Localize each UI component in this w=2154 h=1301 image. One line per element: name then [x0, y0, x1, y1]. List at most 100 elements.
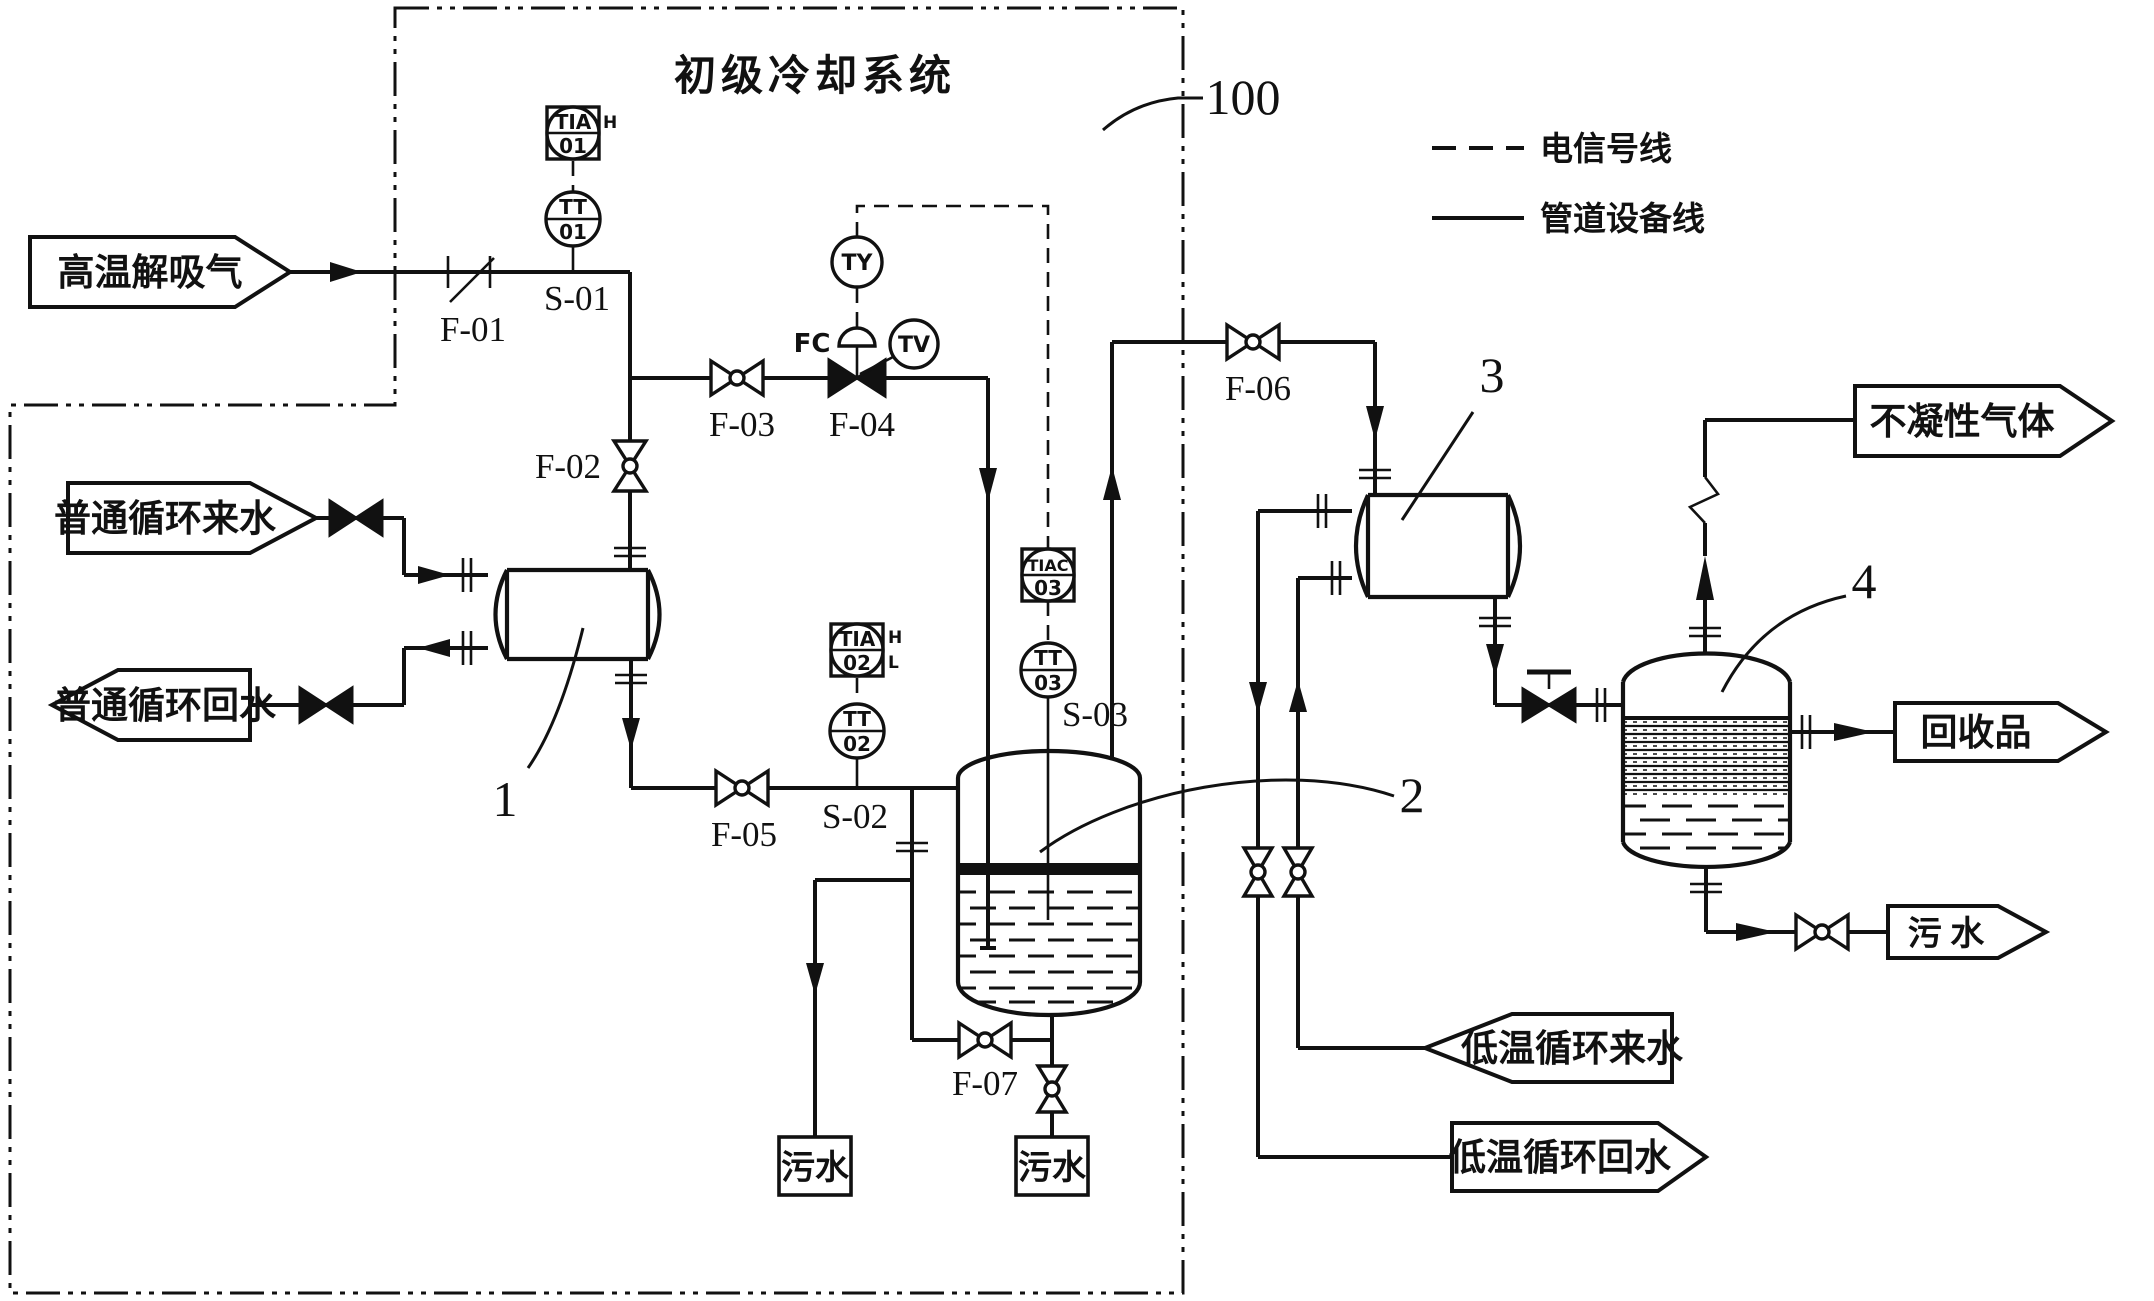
flange-v1-outlet-icon — [461, 631, 473, 665]
valve-water-out — [298, 685, 354, 725]
flag-noncondensable-label: 不凝性气体 — [1870, 401, 2055, 443]
tia02-alarm-high: H — [888, 628, 902, 648]
flag-normal-water-out: 普通循环回水 — [47, 668, 277, 742]
flag-cold-water-in-label: 低温循环来水 — [1461, 1028, 1684, 1070]
equipment-label-3: 3 — [1400, 347, 1505, 521]
equipment-label-1: 1 — [493, 627, 585, 827]
water-out-arrow-icon — [418, 639, 450, 657]
valve-v4-inlet — [1521, 669, 1577, 724]
equipment-label-4: 4 — [1720, 553, 1877, 693]
tia01-alarm-high: H — [603, 113, 617, 133]
vessel-2 — [955, 748, 1143, 1018]
legend-signal-label: 电信号线 — [1540, 131, 1672, 168]
flag-sewage-right: 污 水 — [1886, 904, 2051, 960]
valve-label-f01: F-01 — [440, 310, 506, 349]
legend-pipe-label: 管道设备线 — [1540, 201, 1705, 238]
vessel-4-liquid-hatch — [1623, 804, 1790, 850]
tia02-alarm-low: L — [888, 653, 899, 673]
tia02-num: 02 — [843, 651, 871, 675]
valve-label-f06: F-06 — [1225, 369, 1291, 408]
water-in-arrow-icon — [418, 566, 450, 584]
flag-hot-gas: 高温解吸气 — [28, 235, 294, 309]
flag-recovered-product: 回收品 — [1893, 701, 2110, 763]
valve-label-f04: F-04 — [829, 405, 895, 444]
flange-v4-inlet-icon — [1595, 688, 1607, 722]
valve-f07 — [957, 1019, 1013, 1061]
instrument-tia02: TIA 02 H L — [829, 622, 902, 678]
system-tag-text: 100 — [1206, 69, 1281, 125]
instrument-ty: TY — [830, 235, 884, 289]
tiac03-tag: TIAC — [1028, 556, 1069, 575]
box-sewage-center-label: 污水 — [1018, 1149, 1087, 1187]
vent-pipe — [1703, 418, 1855, 652]
orifice-f01 — [446, 256, 495, 303]
system-tag-100: 100 — [1102, 69, 1281, 132]
flag-cold-water-out: 低温循环回水 — [1449, 1121, 1710, 1193]
instrument-tiac03: TIAC 03 — [1020, 547, 1076, 603]
equipment-3-number: 3 — [1480, 347, 1505, 403]
valve-f03 — [709, 357, 765, 399]
drain-arrow-icon — [806, 963, 824, 995]
ty-tag: TY — [842, 251, 874, 276]
sensor-label-s03: S-03 — [1062, 695, 1128, 734]
water-out-pipe — [250, 646, 488, 707]
flange-v4-bottom-icon — [1690, 882, 1722, 894]
valve-label-f07: F-07 — [952, 1064, 1018, 1103]
vessel-2-liquid-hatch — [958, 890, 1140, 1004]
flange-v3-lower-icon — [1330, 561, 1342, 595]
equipment-4-number: 4 — [1852, 553, 1877, 609]
instrument-tia01: TIA 01 H — [545, 105, 617, 161]
instrument-tt03: TT 03 — [1019, 641, 1077, 699]
system-boundary — [8, 6, 1185, 1295]
equipment-1-number: 1 — [493, 771, 518, 827]
flange-v3-upper-icon — [1316, 494, 1328, 528]
tv-tag: TV — [898, 333, 930, 358]
tt03-tag: TT — [1034, 646, 1062, 670]
flag-cold-water-out-label: 低温循环回水 — [1449, 1137, 1672, 1179]
box-sewage-left-label: 污水 — [781, 1149, 850, 1187]
vessel-3 — [1353, 492, 1523, 600]
flange-drain-icon — [896, 841, 928, 853]
valve-cold-supply — [1281, 846, 1315, 898]
v1-drain-arrow-icon — [622, 718, 640, 750]
flange-v3-top-icon — [1359, 468, 1391, 480]
tiac03-num: 03 — [1034, 576, 1062, 600]
valve-label-f02: F-02 — [535, 447, 601, 486]
valve-f02 — [610, 439, 650, 493]
tt01-tag: TT — [559, 195, 587, 219]
v3-feed-arrow-icon — [1366, 406, 1384, 440]
tt02-tag: TT — [843, 707, 871, 731]
valve-v2-drain — [1034, 1064, 1070, 1114]
fc-label: FC — [794, 329, 831, 359]
line-break-icon — [1687, 476, 1721, 524]
cold-return-arrow-icon — [1249, 682, 1267, 714]
flange-v1-inlet-icon — [461, 558, 473, 592]
vessel-4-packing — [1623, 716, 1790, 795]
tt03-num: 03 — [1034, 671, 1062, 695]
instrument-tt02: TT 02 — [828, 702, 886, 760]
sensor-label-s01: S-01 — [544, 279, 610, 318]
box-sewage-left: 污水 — [777, 1135, 853, 1197]
equipment-2-number: 2 — [1400, 767, 1425, 823]
flange-v3-bottom-icon — [1479, 616, 1511, 628]
equipment-label-2: 2 — [1039, 767, 1425, 854]
flag-sewage-right-label: 污 水 — [1908, 915, 1985, 953]
dip-tube-pipe — [980, 378, 996, 950]
flag-normal-water-out-label: 普通循环回水 — [54, 685, 277, 727]
product-arrow-icon — [1834, 723, 1874, 741]
v1-bottom-pipe — [629, 659, 958, 790]
valve-water-in — [328, 498, 384, 538]
valve-label-f05: F-05 — [711, 815, 777, 854]
box-sewage-center: 污水 — [1014, 1135, 1090, 1197]
control-valve-f04 — [827, 326, 894, 399]
tt01-num: 01 — [559, 220, 587, 244]
cold-supply-arrow-icon — [1289, 680, 1307, 712]
v3-outlet-arrow-icon — [1486, 644, 1504, 676]
tt02-num: 02 — [843, 732, 871, 756]
flange-v4-side-icon — [1800, 715, 1812, 749]
valve-cold-return — [1241, 846, 1275, 898]
flange-v1-top-icon — [614, 546, 646, 558]
instrument-tv: TV — [888, 318, 940, 370]
valve-label-f03: F-03 — [709, 405, 775, 444]
flange-v4-top-icon — [1689, 626, 1721, 638]
